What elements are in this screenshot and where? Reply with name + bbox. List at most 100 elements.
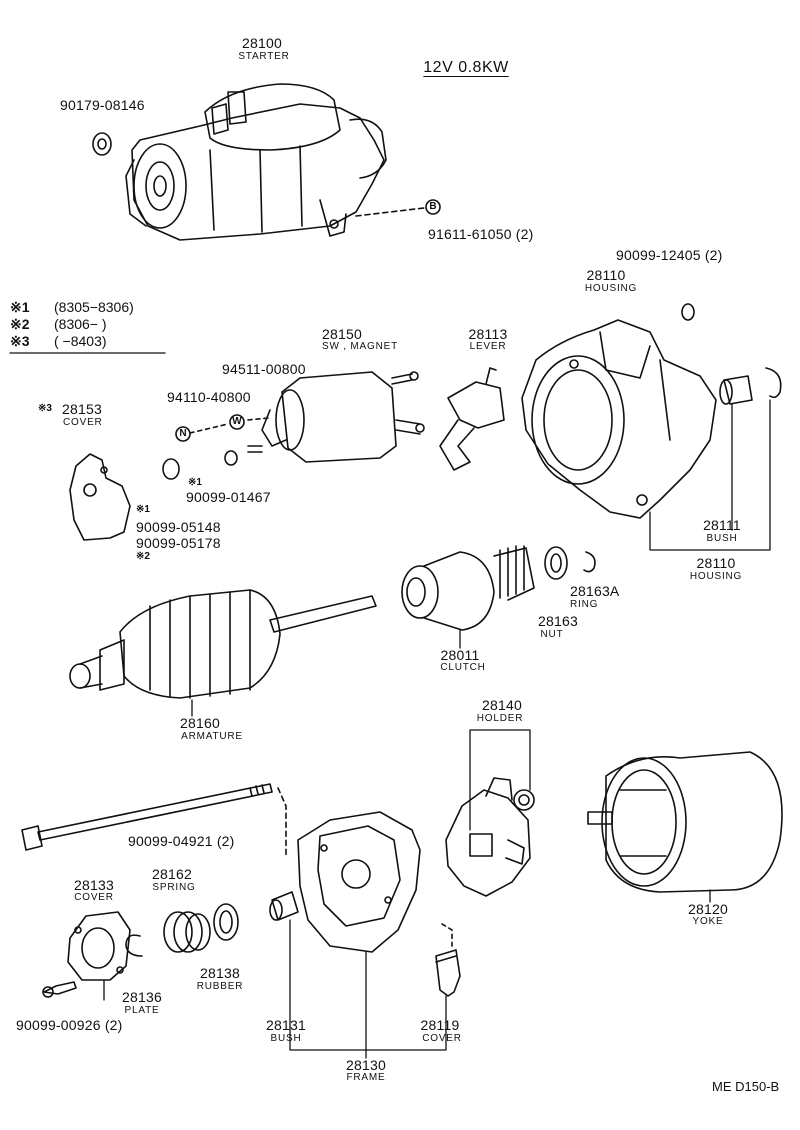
bush-28111-number: 28111: [703, 517, 741, 533]
clutch-illustration: [401, 545, 535, 631]
holder-illustration: [445, 777, 535, 897]
cover-28119-number: 28119: [420, 1017, 460, 1033]
spring-28162-illustration: [163, 911, 211, 953]
rubber-number: 28138: [200, 965, 240, 981]
armature-name: ARMATURE: [181, 731, 243, 742]
through-bolt-illustration: [21, 783, 273, 851]
lever-illustration: [439, 367, 505, 471]
cover-28153-number: 28153: [62, 401, 102, 417]
holder-bracket: [469, 729, 531, 831]
housing-bracket: [649, 399, 771, 551]
nut-94110-number: 94110-40800: [167, 389, 251, 405]
housing-number: 28110: [586, 267, 626, 283]
note-mark: ※3: [10, 333, 30, 349]
cover-28133-illustration: [67, 911, 131, 981]
frame-illustration: [297, 811, 421, 953]
note-range: ( −8403): [54, 333, 107, 349]
screw-05178-number: 90099-05178: [136, 535, 221, 551]
lever-number: 28113: [468, 326, 508, 342]
holder-number: 28140: [482, 697, 522, 713]
spec-title: 12V 0.8KW: [423, 59, 509, 76]
cover-28153-illustration: [69, 453, 131, 541]
rubber-28138-hole: [219, 910, 233, 934]
nut-90179-number: 90179-08146: [60, 97, 145, 113]
ring-28163a-illustration: [583, 551, 596, 573]
cover-28133-number: 28133: [74, 877, 114, 893]
spring-number: 28162: [152, 866, 192, 882]
through-bolt-number: 90099-04921 (2): [128, 833, 235, 849]
bush-28111-illustration: [719, 375, 753, 405]
lever-name: LEVER: [469, 341, 507, 352]
bolt-b-circle: [425, 199, 441, 215]
nut-28163-illustration: [544, 546, 568, 580]
cover-28153-name: COVER: [63, 417, 103, 428]
bolt-b-leader: [355, 207, 425, 217]
cover-28133-name: COVER: [74, 892, 114, 903]
plate-number: 28136: [122, 989, 162, 1005]
note-mark: ※1: [10, 299, 30, 315]
nut-n-circle: [175, 426, 191, 442]
screw-05148-mark: ※1: [136, 504, 150, 515]
sw-magnet-illustration: [247, 371, 425, 463]
starter-number: 28100: [242, 35, 282, 51]
bolt-91611-number: 91611-61050 (2): [428, 226, 534, 242]
bush-28111-name: BUSH: [706, 533, 738, 544]
washer-94511-number: 94511-00800: [222, 361, 306, 377]
bush-28131-number: 28131: [266, 1017, 306, 1033]
housing-name: HOUSING: [584, 283, 638, 294]
frame-name: FRAME: [346, 1072, 386, 1083]
note-mark: ※2: [10, 316, 30, 332]
note-range: (8305−8306): [54, 299, 134, 315]
nut-28163-name: NUT: [540, 629, 564, 640]
starter-illustration: [125, 83, 387, 241]
holder-name: HOLDER: [476, 713, 524, 724]
clutch-number: 28011: [440, 647, 480, 663]
reference-code: ME D150-B: [712, 1079, 780, 1094]
washer-12405-illustration: [681, 303, 695, 321]
armature-number: 28160: [180, 715, 220, 731]
housing-illustration: [521, 319, 717, 519]
plate-name: PLATE: [124, 1005, 160, 1016]
nut-90179-illustration: [92, 132, 112, 156]
nut-n-marker: N: [179, 428, 187, 439]
nut-01467-mark: ※1: [188, 477, 202, 488]
washer-w-circle: [229, 414, 245, 430]
housing-assy-name: HOUSING: [689, 571, 743, 582]
rubber-28138-illustration: [213, 903, 239, 941]
note-range: (8306− ): [54, 316, 107, 332]
cover-28119-name: COVER: [422, 1033, 462, 1044]
n-w-leader: [189, 423, 229, 434]
frame-bracket: [289, 919, 447, 1059]
ring-28163a-number: 28163A: [570, 583, 620, 599]
plate-28136-illustration: [125, 934, 143, 957]
frame-cover-leader: [441, 923, 453, 947]
cover-28119-illustration: [435, 949, 461, 997]
nut-01467-illustration: [162, 458, 180, 480]
sw-magnet-number: 28150: [322, 326, 362, 342]
screw-05148-number: 90099-05148: [136, 519, 221, 535]
clutch-name: CLUTCH: [440, 662, 486, 673]
housing-assy-number: 28110: [696, 555, 736, 571]
armature-illustration: [69, 589, 377, 699]
yoke-illustration: [587, 751, 783, 893]
nut-28163-number: 28163: [538, 613, 578, 629]
screw-00926-number: 90099-00926 (2): [16, 1017, 123, 1033]
bolt-frame-leader: [277, 787, 287, 857]
frame-number: 28130: [346, 1057, 386, 1073]
bush-28131-illustration: [269, 891, 299, 921]
washer-12405-number: 90099-12405 (2): [616, 247, 723, 263]
screw-05178-mark: ※2: [136, 551, 150, 562]
yoke-number: 28120: [688, 901, 728, 917]
starter-name: STARTER: [238, 51, 290, 62]
nut-28163-hole: [550, 553, 562, 573]
nut-01467-number: 90099-01467: [186, 489, 271, 505]
ring-28163a-name: RING: [570, 599, 599, 610]
washer-w-marker: W: [232, 416, 242, 427]
yoke-name: YOKE: [692, 916, 724, 927]
cover-28153-mark: ※3: [38, 403, 52, 414]
w-magnet-leader: [247, 417, 269, 421]
bolt-b-marker: B: [429, 201, 437, 212]
notes-legend: ※1 (8305−8306) ※2 (8306− ) ※3 ( −8403): [10, 300, 170, 352]
bush-28131-name: BUSH: [270, 1033, 302, 1044]
screw-00926-illustration: [42, 981, 77, 998]
